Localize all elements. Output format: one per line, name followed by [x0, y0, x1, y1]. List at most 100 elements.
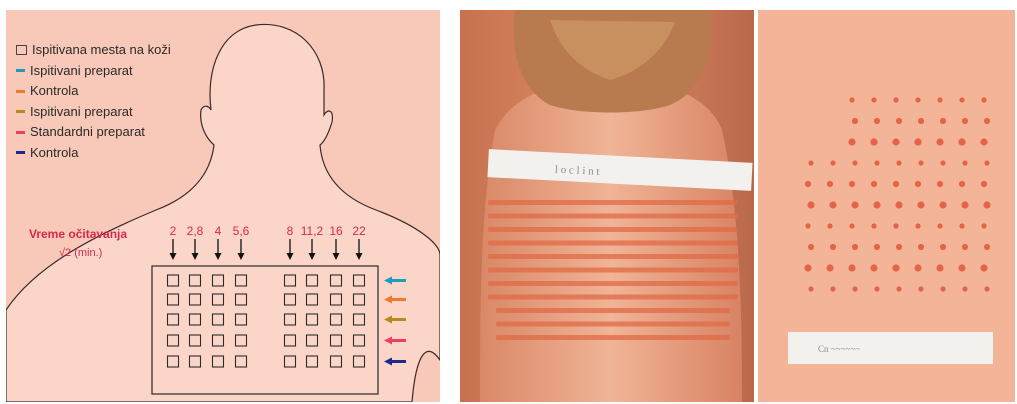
skin-reaction-dot — [958, 264, 965, 271]
skin-reaction-dot — [940, 244, 946, 250]
skin-reaction-dot — [871, 181, 877, 187]
skin-reaction-stripe — [496, 335, 730, 340]
color-bar-icon — [16, 110, 25, 113]
skin-reaction-dot — [827, 223, 832, 228]
skin-reaction-dot — [936, 264, 943, 271]
skin-reaction-dot — [870, 264, 877, 271]
legend-item: Ispitivani preparat — [16, 61, 171, 82]
skin-reaction-dot — [937, 223, 942, 228]
legend-label: Ispitivana mesta na koži — [32, 40, 171, 61]
skin-reaction-dot — [959, 97, 964, 102]
skin-reaction-dot — [940, 118, 946, 124]
square-icon — [16, 45, 27, 55]
skin-reaction-dot — [827, 181, 833, 187]
legend-label: Standardni preparat — [30, 122, 145, 143]
skin-reaction-dot — [849, 97, 854, 102]
skin-reaction-stripe — [488, 214, 738, 219]
skin-reaction-dot — [959, 223, 964, 228]
skin-reaction-dot — [984, 286, 989, 291]
skin-reaction-dot — [895, 201, 902, 208]
skin-reaction-dot — [852, 244, 858, 250]
legend-item: Ispitivana mesta na koži — [16, 40, 171, 61]
skin-reaction-dot — [940, 160, 945, 165]
skin-reaction-stripe — [496, 308, 730, 313]
skin-reaction-dot — [984, 160, 989, 165]
skin-reaction-dot — [805, 181, 811, 187]
skin-reaction-stripe — [488, 268, 738, 273]
skin-reaction-dot — [896, 244, 902, 250]
closeup-photo: Cn ~~~~~~ — [758, 10, 1015, 402]
skin-reaction-dot — [893, 97, 898, 102]
skin-reaction-dot — [984, 244, 990, 250]
skin-reaction-dot — [959, 181, 965, 187]
skin-reaction-dot — [892, 264, 899, 271]
skin-reaction-dot — [962, 118, 968, 124]
legend-item: Ispitivani preparat — [16, 102, 171, 123]
skin-reaction-dot — [961, 201, 968, 208]
skin-reaction-dot — [848, 264, 855, 271]
skin-reaction-dot — [873, 201, 880, 208]
skin-reaction-stripe — [488, 241, 738, 246]
skin-reaction-dot — [829, 201, 836, 208]
legend-item: Kontrola — [16, 143, 171, 164]
legend-item: Standardni preparat — [16, 122, 171, 143]
skin-reaction-dot — [981, 181, 987, 187]
skin-reaction-dot — [918, 118, 924, 124]
legend-label: Ispitivani preparat — [30, 61, 133, 82]
closeup-photo-image: Cn ~~~~~~ — [758, 10, 1015, 402]
legend-label: Ispitivani preparat — [30, 102, 133, 123]
skin-reaction-dot — [962, 244, 968, 250]
skin-reaction-dot — [874, 244, 880, 250]
skin-reaction-dot — [896, 118, 902, 124]
color-bar-icon — [16, 69, 25, 72]
skin-reaction-dot — [871, 97, 876, 102]
skin-reaction-dot — [980, 138, 987, 145]
legend-label: Kontrola — [30, 143, 78, 164]
skin-reaction-dot — [896, 286, 901, 291]
skin-reaction-dot — [962, 160, 967, 165]
skin-reaction-dot — [804, 264, 811, 271]
skin-reaction-dot — [918, 160, 923, 165]
skin-reaction-dot — [937, 97, 942, 102]
skin-reaction-dot — [983, 201, 990, 208]
skin-reaction-dot — [980, 264, 987, 271]
skin-reaction-dot — [874, 160, 879, 165]
svg-text:Cn ~~~~~~: Cn ~~~~~~ — [818, 344, 860, 354]
skin-reaction-dot — [852, 286, 857, 291]
skin-reaction-dot — [893, 181, 899, 187]
skin-reaction-dot — [915, 181, 921, 187]
skin-reaction-dot — [915, 97, 920, 102]
color-bar-icon — [16, 131, 25, 134]
skin-reaction-dot — [896, 160, 901, 165]
skin-reaction-dot — [826, 264, 833, 271]
skin-reaction-dot — [852, 160, 857, 165]
skin-reaction-dot — [871, 223, 876, 228]
skin-reaction-dot — [917, 201, 924, 208]
skin-reaction-stripe — [488, 281, 738, 286]
skin-reaction-stripe — [488, 200, 738, 205]
skin-reaction-dot — [918, 286, 923, 291]
color-bar-icon — [16, 90, 25, 93]
skin-reaction-dot — [848, 138, 855, 145]
skin-reaction-dot — [939, 201, 946, 208]
skin-reaction-dot — [870, 138, 877, 145]
skin-reaction-dot — [874, 286, 879, 291]
skin-reaction-dot — [981, 97, 986, 102]
skin-reaction-dot — [914, 138, 921, 145]
skin-reaction-dot — [808, 244, 814, 250]
skin-reaction-dot — [914, 264, 921, 271]
legend-label: Kontrola — [30, 81, 78, 102]
skin-reaction-stripe — [488, 295, 738, 300]
skin-reaction-dot — [808, 160, 813, 165]
skin-reaction-dot — [936, 138, 943, 145]
skin-reaction-dot — [805, 223, 810, 228]
svg-text:l o c l i n t: l o c l i n t — [555, 164, 600, 178]
skin-reaction-dot — [893, 223, 898, 228]
reading-time-value: 22 — [344, 224, 374, 238]
skin-reaction-dot — [830, 286, 835, 291]
reading-time-unit: √2 (min.) — [59, 247, 102, 259]
skin-reaction-dot — [830, 160, 835, 165]
skin-reaction-dot — [852, 118, 858, 124]
skin-reaction-dot — [851, 201, 858, 208]
